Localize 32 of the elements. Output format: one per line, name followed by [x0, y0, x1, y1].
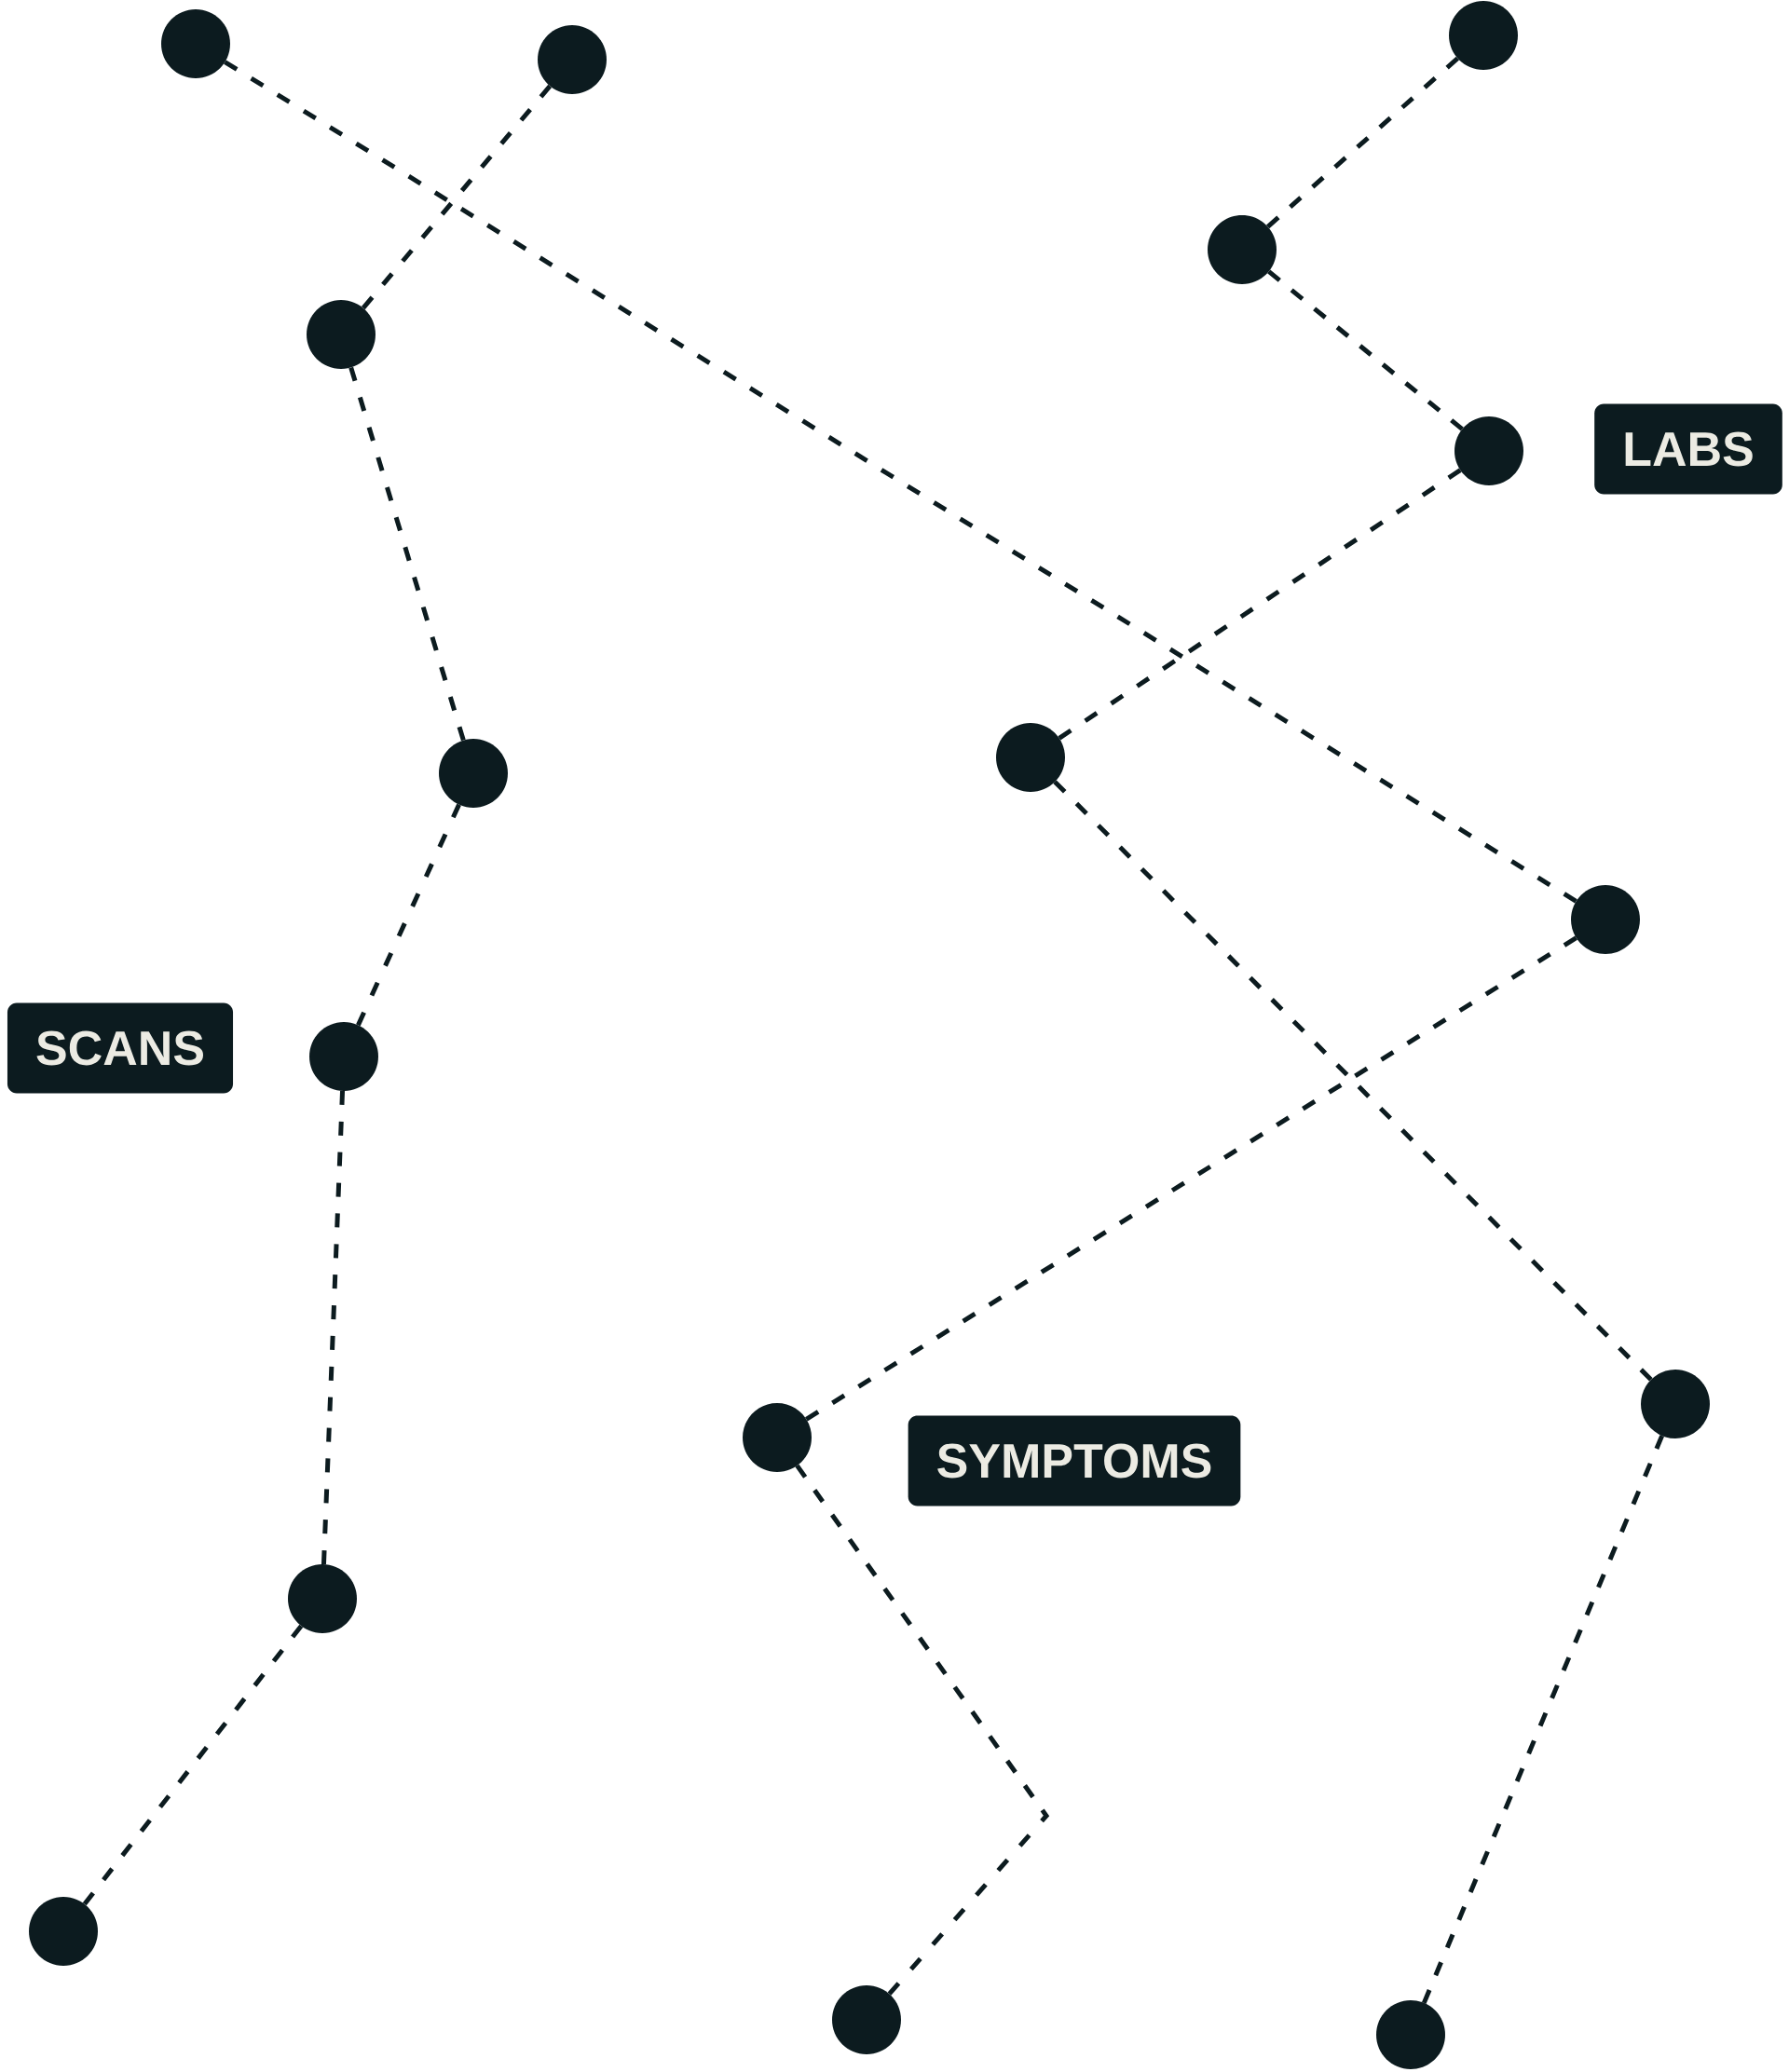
dot: [743, 1403, 812, 1472]
dot: [1449, 1, 1518, 70]
dashed-line: [1267, 269, 1464, 431]
dot: [29, 1897, 98, 1966]
dashed-line: [82, 1624, 304, 1906]
dot: [1641, 1370, 1710, 1438]
dot: [538, 25, 607, 94]
dot: [1454, 416, 1523, 485]
dashed-line: [1422, 1435, 1664, 2004]
dot: [161, 9, 230, 78]
dashed-line: [1053, 780, 1653, 1382]
dashed-line: [1266, 56, 1459, 229]
dashed-line: [321, 1090, 346, 1565]
dot: [307, 300, 376, 369]
dot: [1208, 215, 1277, 284]
label-tag: SCANS: [7, 1002, 234, 1094]
dot: [1376, 2000, 1445, 2069]
dashed-line: [348, 366, 466, 742]
dot: [1571, 885, 1640, 954]
dashed-line: [805, 935, 1577, 1422]
dashed-line: [356, 803, 461, 1027]
dashed-line: [1058, 468, 1462, 741]
dot: [288, 1564, 357, 1633]
dot: [309, 1022, 378, 1091]
dot: [832, 1985, 901, 2054]
label-tag: LABS: [1594, 403, 1782, 495]
dashed-line: [224, 60, 1577, 904]
label-tag: SYMPTOMS: [908, 1415, 1241, 1506]
dashed-line: [795, 1464, 1050, 1996]
dot: [439, 739, 508, 808]
dot: [996, 723, 1065, 792]
dashed-line: [361, 84, 553, 310]
